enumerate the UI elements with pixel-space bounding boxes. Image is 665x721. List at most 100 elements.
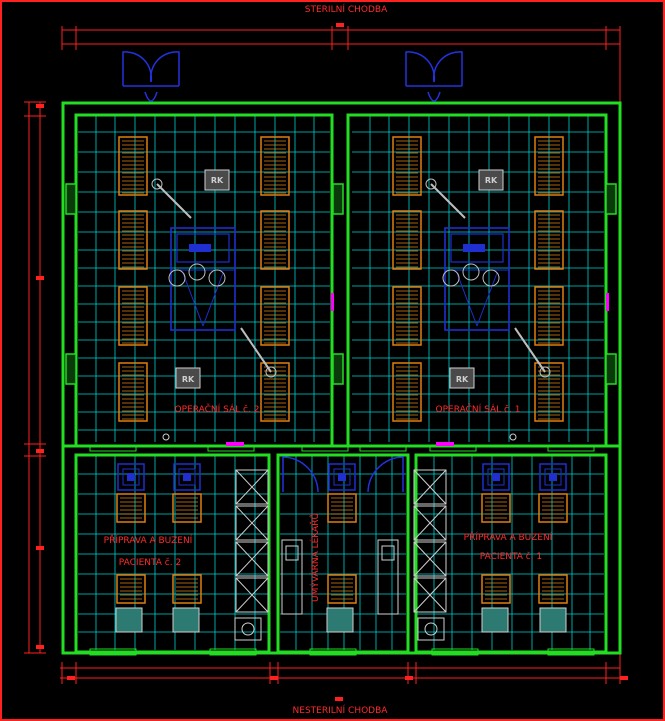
dimension-marker — [335, 697, 343, 701]
cabinet-or1-right-3 — [534, 286, 564, 346]
cabinet-small-2 — [172, 493, 202, 523]
cabinet-small-7 — [481, 574, 511, 604]
service-outlet-1 — [226, 442, 244, 446]
scrub-room-label: UMÝVÁRNA LÉKAŘŮ — [309, 513, 321, 602]
dimension-marker — [620, 676, 628, 680]
room-walls — [61, 101, 622, 656]
cabinet-small-8-frame — [538, 574, 568, 604]
patient-monitor-3-core — [492, 473, 500, 481]
scrub-sink-body — [377, 539, 399, 615]
storage-bin-4 — [539, 607, 567, 633]
cabinet-or2-left-2-frame — [118, 210, 148, 270]
operating-table-1-joint-1 — [425, 178, 437, 190]
operating-table-1-outline — [444, 227, 510, 331]
cabinet-or1-left-4-frame — [392, 362, 422, 422]
cabinet-small-8 — [538, 574, 568, 604]
dimension-marker — [36, 449, 44, 453]
nonsterile-corridor-label: NESTERILNÍ CHODBA — [293, 704, 389, 716]
cabinet-or1-left-3 — [392, 286, 422, 346]
window-6 — [605, 353, 617, 385]
door-or1 — [405, 51, 463, 102]
operating-table-2-arm-1 — [156, 183, 192, 219]
sliding-panel-4 — [431, 648, 479, 656]
equipment — [115, 178, 567, 641]
linen-cabinet-2-x2 — [235, 505, 269, 541]
sliding-panel-11 — [547, 444, 595, 452]
cabinet-small-7-frame — [481, 574, 511, 604]
scrub-sink-basin — [285, 545, 299, 561]
linen-cabinet-2-cell — [235, 541, 269, 577]
operating-table-2-lamp-1 — [168, 269, 186, 287]
window-5 — [605, 183, 617, 215]
operating-table-1 — [425, 178, 551, 378]
cabinet-small-6 — [538, 493, 568, 523]
cabinet-or2-right-2-frame — [260, 210, 290, 270]
patient-monitor-3 — [482, 463, 510, 491]
scrub-sink-body — [281, 539, 303, 615]
floor-drain-1 — [162, 433, 170, 441]
cabinet-small-10 — [327, 574, 357, 604]
patient-monitor-4 — [539, 463, 567, 491]
patient-monitor-2-mid — [178, 468, 196, 486]
door-or2-right-leaf — [149, 51, 180, 86]
cabinet-or2-left-2 — [118, 210, 148, 270]
prep1-wall — [414, 453, 608, 654]
operating-table-1-arm-1 — [430, 183, 466, 219]
service-outlet-2 — [436, 442, 454, 446]
sink-body — [417, 617, 445, 641]
prep-room-2-label-line1: PŘÍPRAVA A BUZENÍ — [104, 534, 193, 546]
linen-cabinet-2-cell — [235, 505, 269, 541]
sink-body — [234, 617, 262, 641]
sink-2-icon — [417, 617, 445, 641]
linen-cabinet-1-cell — [413, 577, 447, 613]
service-outlet-3 — [331, 293, 334, 311]
cabinet-or1-right-4-frame — [534, 362, 564, 422]
linen-cabinet-1-cell — [413, 469, 447, 505]
cabinet-or2-right-2 — [260, 210, 290, 270]
anesthesia-label-2: RK — [182, 375, 195, 384]
operating-table-1-strut-a — [456, 272, 478, 327]
sink-1-icon — [234, 617, 262, 641]
prep-room-1-label-line1: PŘÍPRAVA A BUZENÍ — [464, 531, 553, 543]
cabinet-or1-right-4 — [534, 362, 564, 422]
sink-basin — [424, 622, 438, 636]
cabinet-or2-right-1 — [260, 136, 290, 196]
cabinet-or1-left-1-frame — [392, 136, 422, 196]
dimension-marker — [67, 676, 75, 680]
cabinet-small-4 — [172, 574, 202, 604]
cabinet-or1-left-3-frame — [392, 286, 422, 346]
operating-table-1-arm-2 — [514, 327, 546, 373]
linen-cabinet-2-x2 — [235, 577, 269, 613]
window-2 — [65, 353, 77, 385]
cabinet-or1-right-2-frame — [534, 210, 564, 270]
operating-table-2-outline — [170, 227, 236, 331]
linen-cabinet-1-x2 — [413, 469, 447, 505]
patient-monitor-4-outer — [539, 463, 567, 491]
storage-bin-1 — [115, 607, 143, 633]
door-or1-swing-arc — [427, 91, 441, 102]
linen-cabinet-1-x2 — [413, 577, 447, 613]
scrub-wall — [276, 453, 410, 654]
storage-bin-2 — [172, 607, 200, 633]
linen-cabinet-2-x2 — [235, 541, 269, 577]
wall-cabinets — [116, 136, 568, 604]
cabinet-or2-right-4-frame — [260, 362, 290, 422]
cabinet-or1-left-4 — [392, 362, 422, 422]
storage-bin-5 — [326, 607, 354, 633]
linen-cabinet-2-cell — [235, 577, 269, 613]
operating-table-2-monitor — [189, 244, 211, 252]
floor-drain-2 — [509, 433, 517, 441]
patient-monitor-1-mid — [122, 468, 140, 486]
operating-table-1-lamp-2 — [462, 263, 480, 281]
operating-table-2-joint-1 — [151, 178, 163, 190]
linen-cabinet-1-cell — [413, 541, 447, 577]
anesthesia-machine-2-icon: RK — [175, 367, 201, 389]
cabinet-or2-left-4-frame — [118, 362, 148, 422]
cabinet-small-6-frame — [538, 493, 568, 523]
sliding-panel-8 — [301, 444, 349, 452]
door-scrub-left — [282, 456, 319, 493]
operating-table-2-lamp-3 — [208, 269, 226, 287]
doors — [122, 51, 463, 493]
